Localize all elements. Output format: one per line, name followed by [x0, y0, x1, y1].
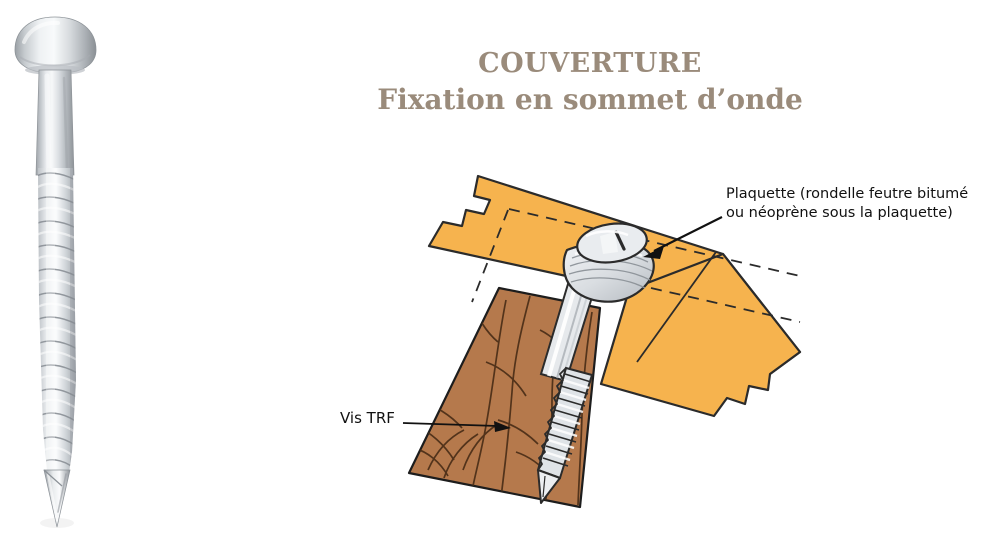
- washer-slot: [614, 230, 626, 251]
- screw-shank: [35, 69, 75, 176]
- hidden-edge-dashed-left: [471, 209, 509, 303]
- hidden-edge-dashed-top: [508, 208, 801, 277]
- leader-arrows: [402, 216, 723, 432]
- arrow-plaquette: [643, 216, 723, 259]
- arrow-vis-trf: [402, 421, 511, 432]
- screw-tip: [43, 469, 71, 528]
- plaquette-washer: [576, 222, 648, 264]
- hidden-edge-dashed-lower: [650, 287, 801, 323]
